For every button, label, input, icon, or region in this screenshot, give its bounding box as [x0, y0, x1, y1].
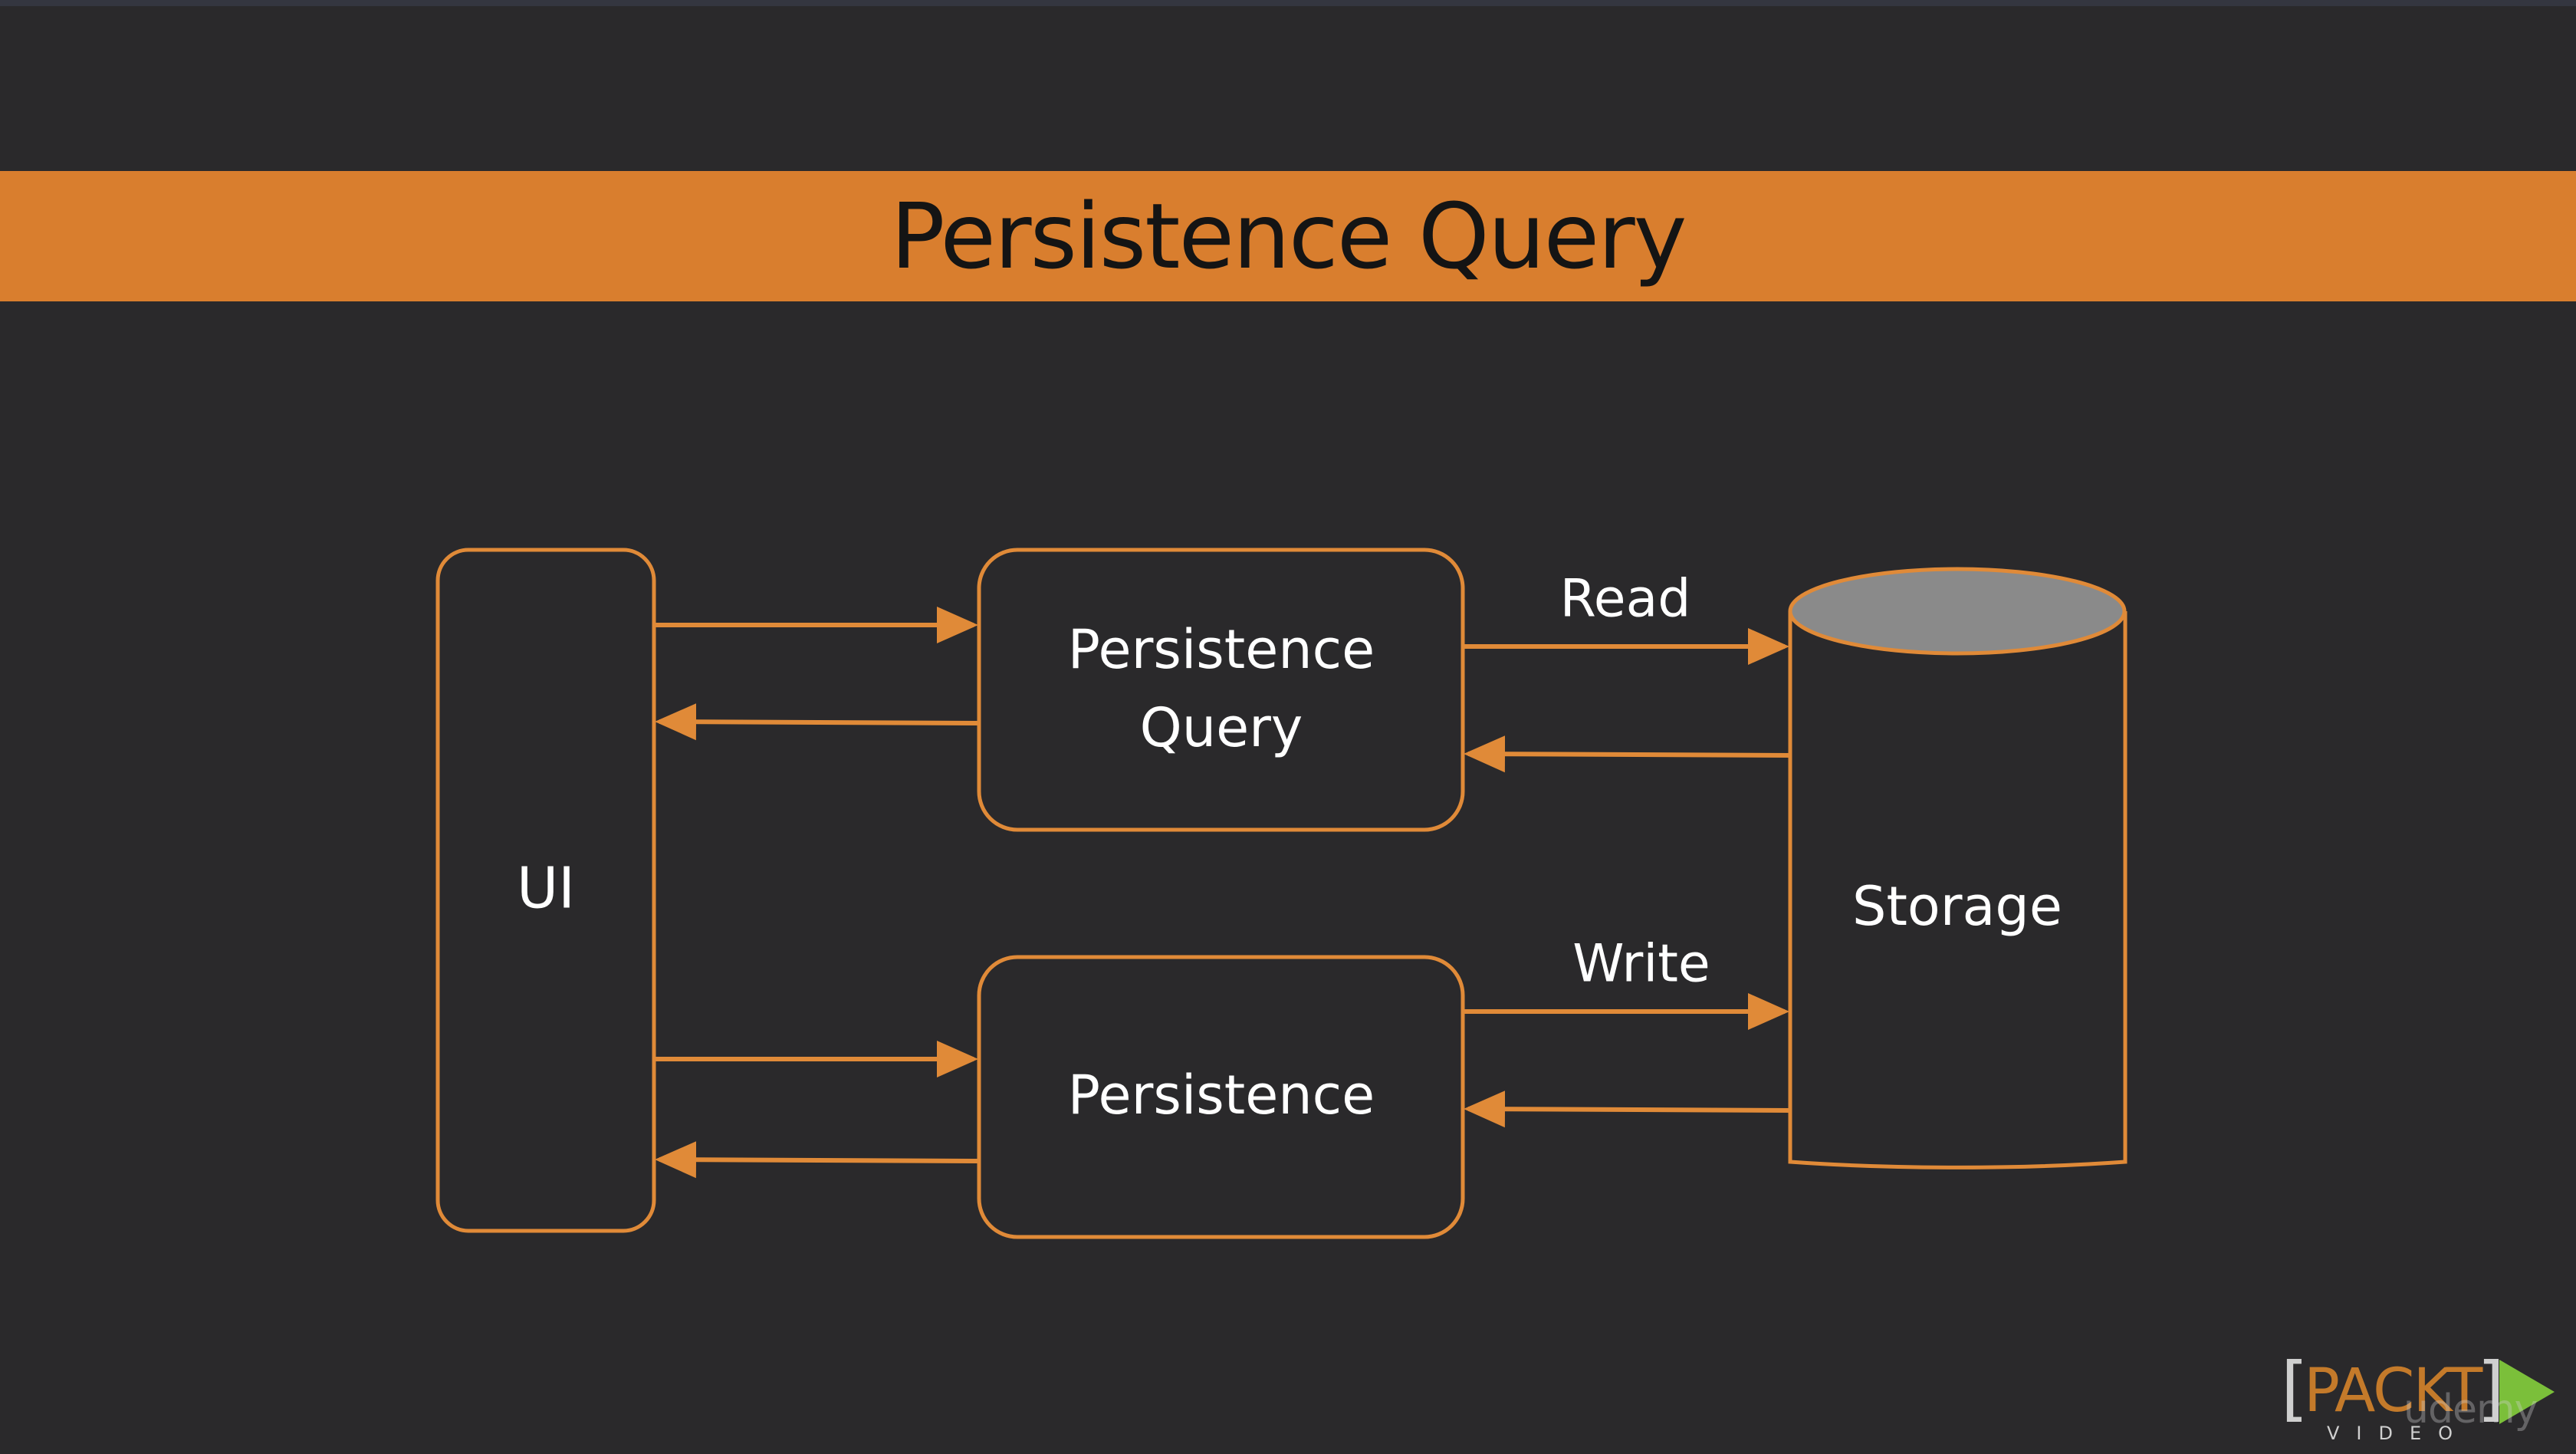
top-strip	[0, 0, 2576, 6]
packt-video-logo: [ PACKT ] VIDEO	[2281, 1354, 2557, 1446]
storage-label: Storage	[1852, 875, 2062, 938]
storage-cylinder	[1788, 567, 2128, 1169]
title-band: Persistence Query	[0, 171, 2576, 301]
ui-box	[435, 548, 656, 1233]
persistence-query-label-line2: Query	[1140, 696, 1303, 759]
arrow-persistence-query-to-ui	[655, 703, 980, 741]
udemy-watermark: udemy	[2404, 1387, 2538, 1433]
persistence-box	[977, 955, 1465, 1239]
persistence-label: Persistence	[1068, 1064, 1375, 1127]
storage-cylinder-top	[1788, 567, 2127, 656]
arrow-storage-to-persistence	[1464, 1090, 1791, 1128]
slide-title: Persistence Query	[890, 183, 1687, 289]
ui-label: UI	[517, 856, 575, 922]
persistence-query-label-line1: Persistence	[1068, 618, 1375, 681]
play-icon	[2499, 1360, 2555, 1424]
logo-word: PACKT	[2304, 1357, 2482, 1426]
persistence-query-box	[977, 548, 1465, 832]
read-label: Read	[1560, 569, 1691, 630]
arrow-persistence-to-ui	[655, 1141, 980, 1179]
write-label: Write	[1572, 934, 1710, 995]
logo-subtitle: VIDEO	[2327, 1423, 2470, 1444]
logo-bracket-left: [	[2281, 1347, 2308, 1429]
arrow-storage-to-persistence-query	[1464, 735, 1791, 773]
